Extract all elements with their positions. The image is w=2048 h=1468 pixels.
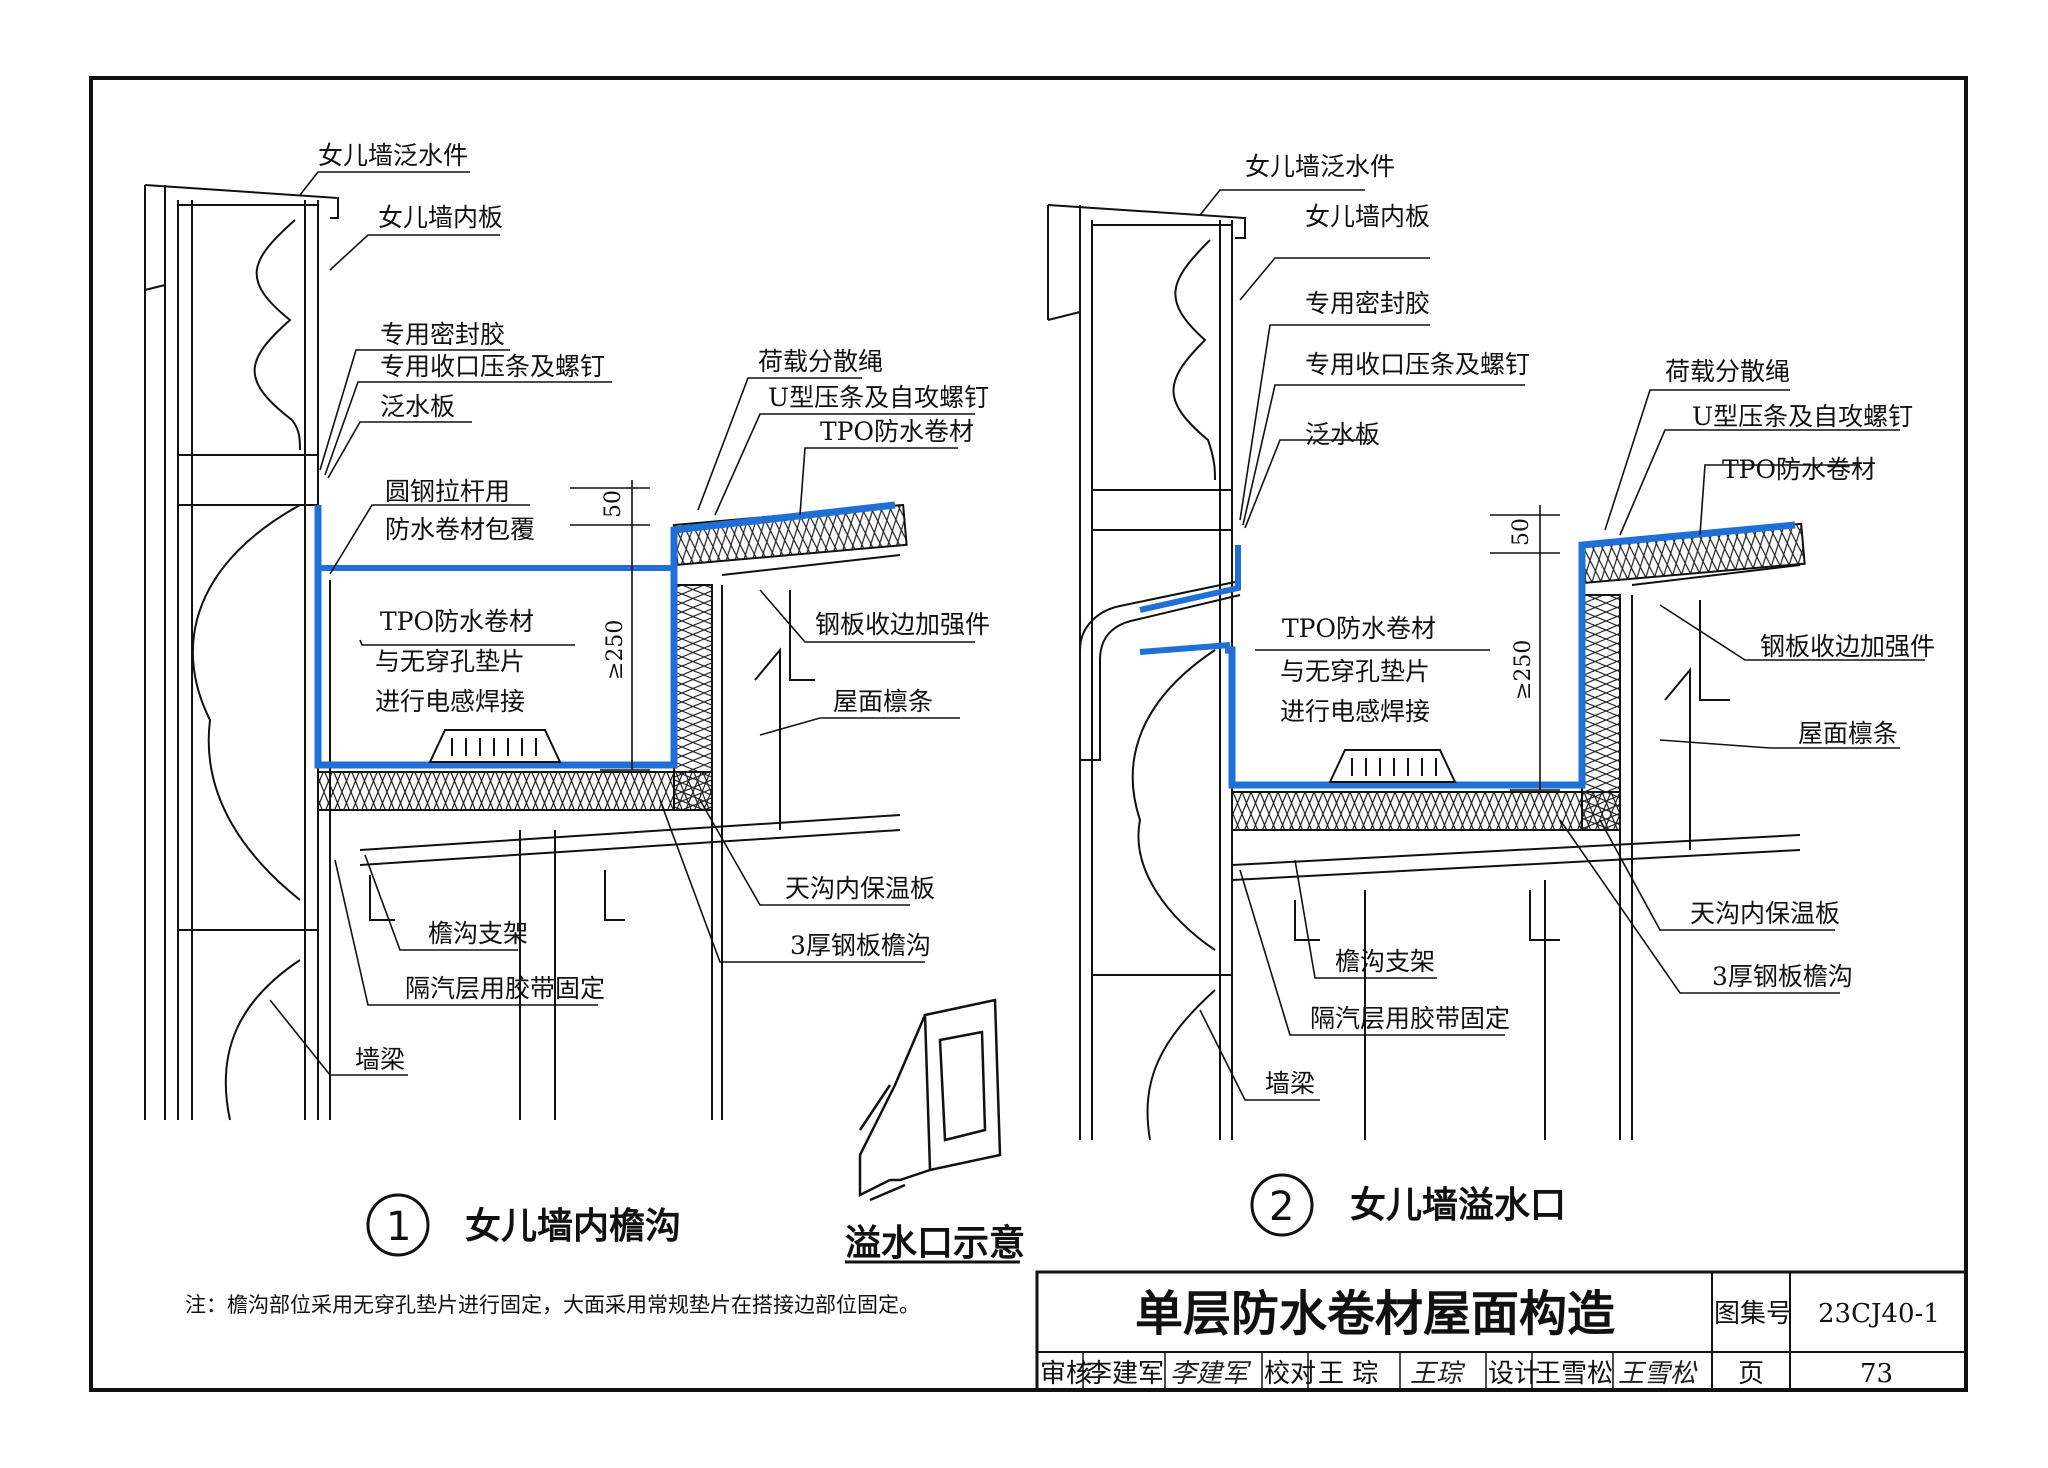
label-flashing-plate-1: 泛水板	[380, 392, 455, 421]
label-gutter-bracket-1: 檐沟支架	[428, 919, 528, 948]
dims-2	[1490, 505, 1560, 791]
label-tpo-2: TPO防水卷材	[1722, 455, 1876, 484]
parapet-inner-wave	[253, 219, 301, 451]
sheet-border	[89, 76, 1968, 1392]
label-weld-1c: 进行电感焊接	[375, 687, 525, 716]
label-load-rope-2: 荷载分散绳	[1665, 357, 1790, 386]
atlas-number: 23CJ40-1	[1818, 1299, 1940, 1329]
overflow-sketch	[858, 998, 1002, 1202]
label-parapet-flashing-1: 女儿墙泛水件	[318, 141, 468, 170]
detail-1-marker	[366, 1193, 430, 1257]
label-termination-bar-2: 专用收口压条及螺钉	[1305, 350, 1530, 379]
tpo-membrane-1	[314, 501, 896, 769]
gutter-insulation-bottom-2	[1231, 791, 1621, 831]
label-purlin-1: 屋面檩条	[833, 687, 933, 716]
parapet-cap-2	[1047, 204, 1246, 239]
sheet-title: 单层防水卷材屋面构造	[1135, 1286, 1615, 1342]
review-label: 审核	[1040, 1359, 1092, 1389]
label-steel-gutter-2: 3厚钢板檐沟	[1712, 962, 1853, 991]
gutter-insulation-side	[673, 584, 713, 811]
label-weld-2b: 与无穿孔垫片	[1280, 657, 1430, 686]
detail-2-drawing	[1047, 204, 1801, 1141]
dim-height-1: ≥250	[603, 620, 628, 680]
label-weld-1b: 与无穿孔垫片	[375, 647, 525, 676]
roof-slope	[359, 829, 901, 866]
label-weld-1a: TPO防水卷材	[380, 607, 534, 636]
label-load-rope-1: 荷载分散绳	[758, 347, 883, 376]
dims-1	[570, 480, 650, 771]
detail-2-number: 2	[1269, 1184, 1294, 1230]
dim-height-2: ≥250	[1511, 640, 1536, 700]
tpo-membrane-2	[1225, 521, 1796, 789]
label-u-strip-2: U型压条及自攻螺钉	[1692, 402, 1913, 431]
label-tie-rod-1b: 防水卷材包覆	[385, 515, 535, 544]
label-tpo-1: TPO防水卷材	[820, 417, 974, 446]
label-wall-beam-2: 墙梁	[1265, 1069, 1315, 1098]
label-flashing-plate-2: 泛水板	[1305, 420, 1380, 449]
drain-grate-2	[1328, 749, 1457, 783]
label-wall-beam-1: 墙梁	[355, 1045, 405, 1074]
label-u-strip-1: U型压条及自攻螺钉	[768, 383, 989, 412]
tpo-membrane-2-spout	[1139, 545, 1241, 613]
checker-signature: 王琮	[1410, 1359, 1466, 1389]
designer-name: 王雪松	[1535, 1359, 1613, 1389]
label-parapet-flashing-2: 女儿墙泛水件	[1245, 152, 1395, 181]
label-gutter-insulation-1: 天沟内保温板	[785, 874, 935, 903]
parapet-cap	[144, 184, 339, 219]
checker-name: 王 琮	[1318, 1359, 1378, 1389]
label-weld-2c: 进行电感焊接	[1280, 697, 1430, 726]
atlas-label: 图集号	[1714, 1299, 1792, 1329]
label-tie-rod-1a: 圆钢拉杆用	[385, 477, 510, 506]
tpo-membrane-2-lower	[1139, 642, 1231, 655]
design-label: 设计	[1488, 1359, 1540, 1389]
label-parapet-inner-panel-2: 女儿墙内板	[1305, 202, 1430, 231]
drawing-note: 注：檐沟部位采用无穿孔垫片进行固定，大面采用常规垫片在搭接边部位固定。	[185, 1293, 920, 1317]
label-gutter-insulation-2: 天沟内保温板	[1690, 899, 1840, 928]
overflow-sketch-title: 溢水口示意	[845, 1223, 1025, 1264]
title-block	[1035, 1270, 1968, 1392]
label-purlin-2: 屋面檩条	[1798, 719, 1898, 748]
check-label: 校对	[1264, 1359, 1316, 1389]
overflow-spout	[1079, 581, 1241, 761]
purlin-left	[369, 875, 395, 921]
label-steel-gutter-1: 3厚钢板檐沟	[790, 931, 931, 960]
label-edge-stiffener-1: 钢板收边加强件	[815, 610, 990, 639]
label-vapor-tape-2: 隔汽层用胶带固定	[1310, 1004, 1510, 1033]
label-parapet-inner-panel-1: 女儿墙内板	[378, 203, 503, 232]
detail-2-marker	[1250, 1173, 1314, 1237]
detail-2-title: 女儿墙溢水口	[1350, 1185, 1566, 1226]
page-number: 73	[1860, 1359, 1893, 1389]
label-sealant-2: 专用密封胶	[1305, 289, 1430, 318]
dim-top-1: 50	[601, 490, 626, 518]
gutter-insulation-bottom	[317, 771, 713, 811]
gutter-insulation-side-2	[1581, 594, 1621, 831]
detail-1-title: 女儿墙内檐沟	[465, 1206, 681, 1247]
label-sealant-1: 专用密封胶	[380, 320, 505, 349]
page-label: 页	[1738, 1359, 1764, 1389]
reviewer-signature: 李建军	[1170, 1359, 1252, 1389]
reviewer-name: 李建军	[1086, 1359, 1164, 1389]
label-gutter-bracket-2: 檐沟支架	[1335, 947, 1435, 976]
label-edge-stiffener-2: 钢板收边加强件	[1760, 632, 1935, 661]
label-termination-bar-1: 专用收口压条及螺钉	[380, 352, 605, 381]
dim-top-2: 50	[1509, 518, 1534, 546]
designer-signature: 王雪松	[1618, 1359, 1698, 1389]
label-weld-2a: TPO防水卷材	[1282, 614, 1436, 643]
label-vapor-tape-1: 隔汽层用胶带固定	[405, 974, 605, 1003]
detail-1-number: 1	[386, 1204, 411, 1250]
